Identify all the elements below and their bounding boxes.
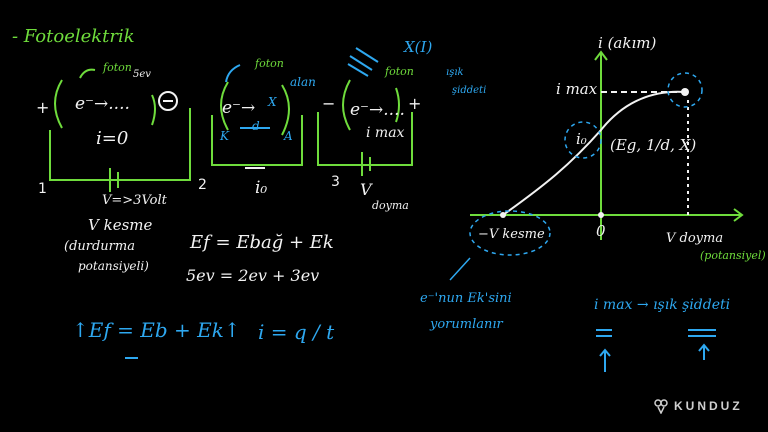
y-axis-label: i (akım) [598, 34, 657, 52]
caption-right: i max → ışık şiddeti [594, 297, 731, 313]
circuit-3-photon-ray-2 [349, 55, 373, 71]
circuit-3-plus: + [408, 94, 422, 113]
isik-label: ışık [446, 67, 464, 78]
circuit-1 [49, 68, 191, 192]
ef-equation: Ef = Ebağ + Ek [190, 232, 334, 253]
circuit-2-plate-right [281, 84, 290, 136]
cutoff-point [500, 212, 506, 218]
durdurma-note: (durdurma [64, 239, 135, 254]
siddeti-label: şiddeti [452, 85, 487, 96]
kunduz-logo: KUNDUZ [654, 398, 743, 414]
owl-icon [654, 399, 668, 414]
io-highlight [564, 121, 602, 159]
circuit-2-d-label: d [252, 119, 260, 133]
circuit-2-a-label: A [284, 129, 293, 143]
circuit-3-wire [317, 112, 413, 166]
vdoyma-axis-label: V doyma [666, 231, 724, 246]
graph [449, 50, 744, 372]
origin-label: 0 [596, 222, 606, 240]
io-point-label: (Eg, 1/d, X) [610, 136, 697, 154]
circuit-1-plus: + [36, 98, 50, 117]
circuit-3-electron: e⁻→.... [350, 100, 405, 120]
circuit-3-current: i max [366, 125, 405, 141]
circuit-3-photon-ray-1 [355, 47, 379, 63]
io-label: i₀ [576, 130, 587, 148]
numbers-equation: 5ev = 2ev + 3ev [186, 266, 320, 285]
circuit-1-plate-left [54, 79, 63, 129]
page-title: - Fotoelektrik [12, 26, 135, 47]
circuit-3 [317, 47, 413, 176]
circuit-2-number: 2 [198, 177, 207, 193]
y-axis-arrowhead [594, 50, 608, 61]
circuit-2-foton-label: foton [255, 57, 284, 70]
circuit-1-energy-label: 5ev [133, 69, 151, 80]
circuit-2-electron: e⁻→ [222, 98, 256, 118]
saturation-point [681, 88, 689, 96]
circuit-2-photon-arrow [225, 64, 241, 83]
circuit-3-plate-right [395, 87, 400, 123]
circuit-2-current: i₀ [255, 178, 268, 198]
blue-energy-equation: ↑Ef = Eb + Ek↑ [72, 318, 241, 342]
vkesme-highlight [469, 210, 551, 256]
current-definition: i = q / t [258, 320, 335, 344]
x-axis-arrowhead [733, 208, 744, 222]
circuit-1-plate-right [151, 94, 156, 126]
circuit-3-minus: − [322, 94, 336, 113]
vkesme-axis-label: −V kesme [478, 227, 545, 242]
circuit-2 [211, 64, 303, 169]
circuit-2-x-mark: X [268, 95, 277, 109]
siddet-up-arrowhead [698, 343, 710, 352]
circuit-1-number: 1 [38, 181, 47, 197]
saturation-highlight [667, 72, 703, 108]
circuit-3-v-label: V [360, 180, 372, 199]
circuit-1-current: i=0 [96, 128, 129, 149]
circuit-3-foton-label: foton [385, 65, 414, 78]
brand-name: KUNDUZ [674, 399, 743, 413]
x-axis-label: (potansiyel) [700, 249, 766, 262]
circuit-1-foton-label: foton [103, 61, 132, 74]
vkesme-note: V kesme [88, 216, 153, 234]
circuit-2-plate-left [220, 81, 229, 131]
circuit-1-electron: e⁻→.... [75, 94, 130, 114]
circuit-2-alan-label: alan [290, 75, 316, 89]
caption-left-line-2: yorumlanır [430, 317, 503, 332]
circuit-2-k-label: K [220, 129, 229, 143]
potansiyeli-note: potansiyeli) [78, 259, 149, 273]
x-intensity-label: X(I) [404, 38, 433, 56]
origin-point [598, 212, 604, 218]
circuit-1-minus-circle [158, 91, 178, 111]
circuit-1-wire [49, 108, 191, 181]
circuit-2-wire [211, 115, 303, 166]
circuit-1-photon-arrow [79, 68, 96, 79]
circuit-3-photon-ray-3 [347, 63, 369, 77]
circuit-3-v-sub: doyma [372, 199, 409, 212]
caption-left-line-1: e⁻'nun Ek'sini [420, 291, 512, 306]
circuit-3-plate-left [342, 79, 351, 131]
imax-up-arrowhead [599, 348, 611, 357]
vkesme-arrow [449, 257, 471, 281]
imax-label: i max [556, 80, 598, 98]
circuit-1-voltage: V=>3Volt [102, 193, 167, 208]
current-curve [502, 90, 686, 216]
circuit-3-number: 3 [331, 174, 340, 190]
